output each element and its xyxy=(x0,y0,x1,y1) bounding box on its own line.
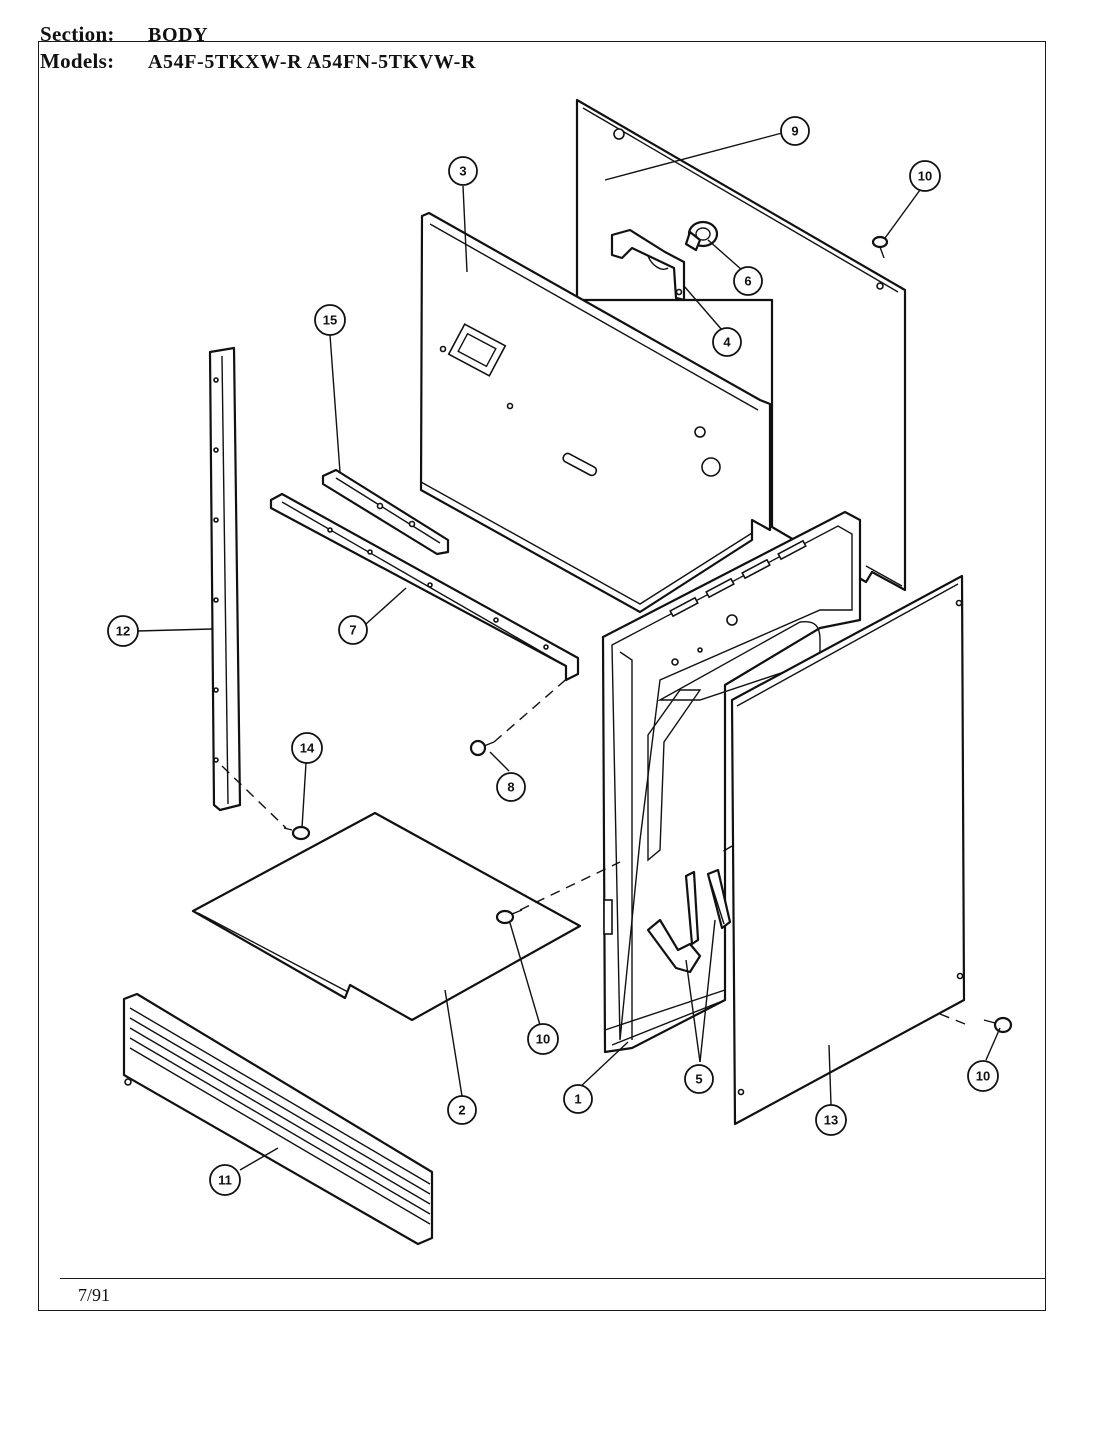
callout-15: 15 xyxy=(314,304,346,336)
svg-text:12: 12 xyxy=(116,624,130,639)
callout-3: 3 xyxy=(448,156,478,186)
part-7-rail xyxy=(269,492,580,682)
part-13-side-panel xyxy=(730,574,966,1126)
part-4-bracket xyxy=(610,228,686,302)
part-12-side-strip xyxy=(208,346,242,812)
callout-1: 1 xyxy=(563,1084,593,1114)
models-header: Models: A54F-5TKXW-R A54FN-5TKVW-R xyxy=(40,49,476,74)
callout-14: 14 xyxy=(291,732,323,764)
part-6-fitting xyxy=(684,220,719,252)
part-9-back-panel xyxy=(575,98,907,592)
svg-text:6: 6 xyxy=(744,274,751,289)
models-label: Models: xyxy=(40,49,115,73)
svg-text:10: 10 xyxy=(536,1032,550,1047)
callout-6: 6 xyxy=(733,266,763,296)
fastener-14 xyxy=(283,825,311,841)
callout-10-right: 10 xyxy=(967,1060,999,1092)
svg-text:4: 4 xyxy=(723,335,731,350)
diagram-frame xyxy=(38,41,1046,1311)
part-3-upper-panel xyxy=(419,211,772,614)
callout-8: 8 xyxy=(496,772,526,802)
svg-text:9: 9 xyxy=(791,124,798,139)
callout-11: 11 xyxy=(209,1164,241,1196)
section-header: Section: BODY xyxy=(40,22,208,47)
callout-7: 7 xyxy=(338,615,368,645)
fastener-10-right xyxy=(983,1016,1013,1034)
part-2-floor-plate xyxy=(191,811,582,1022)
callout-12: 12 xyxy=(107,615,139,647)
fastener-10-mid xyxy=(495,909,523,925)
svg-text:11: 11 xyxy=(218,1173,232,1188)
models-value: A54F-5TKXW-R A54FN-5TKVW-R xyxy=(148,51,476,73)
revision-date: 7/91 xyxy=(78,1285,111,1305)
part-11-kick-panel xyxy=(122,992,434,1246)
svg-text:1: 1 xyxy=(574,1092,581,1107)
section-value: BODY xyxy=(148,24,209,46)
callout-4: 4 xyxy=(712,327,742,357)
svg-text:2: 2 xyxy=(458,1103,465,1118)
callout-9: 9 xyxy=(780,116,810,146)
fastener-10-top xyxy=(871,235,889,259)
svg-text:3: 3 xyxy=(459,164,466,179)
svg-text:8: 8 xyxy=(507,780,514,795)
svg-text:14: 14 xyxy=(300,741,315,756)
callout-10-mid: 10 xyxy=(527,1023,559,1055)
part-15-bracket xyxy=(321,468,450,556)
footer-divider xyxy=(60,1278,1046,1279)
callout-13: 13 xyxy=(815,1104,847,1136)
svg-text:15: 15 xyxy=(323,313,337,328)
svg-text:7: 7 xyxy=(349,623,356,638)
leader-lines xyxy=(136,132,1001,1171)
callout-2: 2 xyxy=(447,1095,477,1125)
callout-10-top: 10 xyxy=(909,160,941,192)
svg-text:13: 13 xyxy=(824,1113,838,1128)
part-5-hinges xyxy=(646,868,732,974)
svg-text:10: 10 xyxy=(976,1069,990,1084)
svg-text:10: 10 xyxy=(918,169,932,184)
svg-text:5: 5 xyxy=(695,1072,702,1087)
section-label: Section: xyxy=(40,22,115,46)
fastener-8 xyxy=(469,739,495,757)
assembly-dash-lines xyxy=(221,675,966,1025)
callout-5: 5 xyxy=(684,1064,714,1094)
